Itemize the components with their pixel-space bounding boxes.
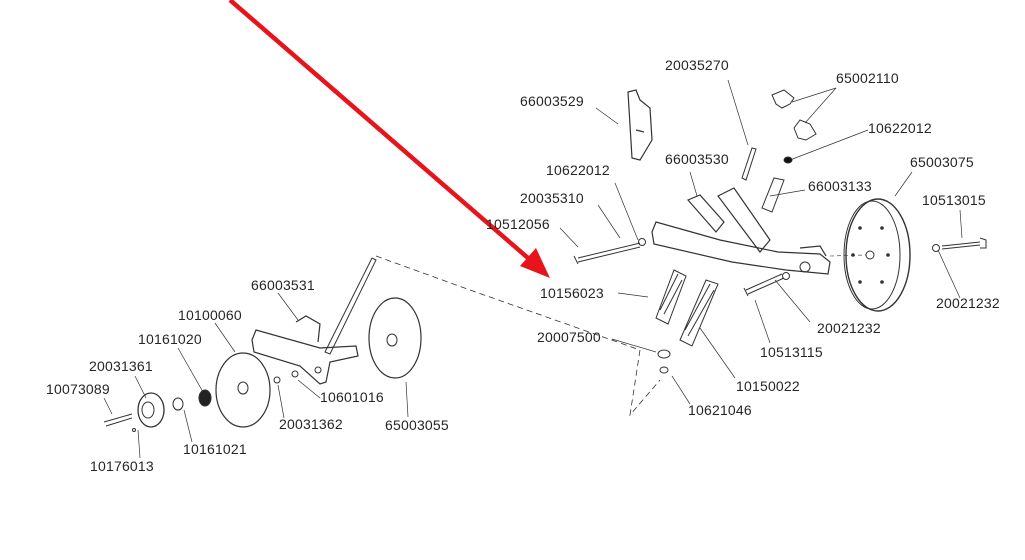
part-label: 66003133 bbox=[808, 178, 872, 194]
part-label: 20021232 bbox=[936, 295, 1000, 311]
spring-10150022 bbox=[679, 279, 719, 347]
leader-lines-right bbox=[559, 79, 963, 405]
nut-10601016 bbox=[291, 370, 299, 378]
part-label: 66003530 bbox=[665, 151, 729, 167]
nut-10621046 bbox=[659, 366, 669, 374]
washer-20021232-right bbox=[932, 244, 940, 252]
washer-20007500 bbox=[657, 349, 671, 359]
assembly-connector-dashed bbox=[375, 255, 661, 417]
part-label: 65003075 bbox=[910, 154, 974, 170]
part-label: 10513115 bbox=[760, 344, 823, 360]
washer-20031362 bbox=[273, 376, 281, 384]
bolt-10512056 bbox=[573, 242, 641, 265]
bracket-hole bbox=[314, 366, 322, 374]
nut-10622012-top bbox=[783, 156, 793, 164]
part-label: 10621046 bbox=[688, 402, 752, 418]
spring-10156023 bbox=[655, 269, 687, 325]
part-label: 20031362 bbox=[279, 416, 343, 432]
part-label: 10513015 bbox=[922, 192, 986, 208]
part-label: 10073089 bbox=[46, 381, 110, 397]
bolt-10513115 bbox=[743, 273, 785, 297]
part-label: 20031361 bbox=[89, 358, 153, 374]
part-label: 10150022 bbox=[736, 378, 800, 394]
rod bbox=[324, 257, 377, 355]
part-label: 20035310 bbox=[520, 190, 584, 206]
part-label: 66003529 bbox=[520, 93, 584, 109]
seal-10161021 bbox=[172, 397, 184, 411]
knob-65002110-b bbox=[793, 119, 817, 141]
part-label: 10100060 bbox=[178, 307, 242, 323]
tube-66003133 bbox=[761, 177, 785, 213]
part-label: 10601016 bbox=[320, 389, 384, 405]
arm-66003530 bbox=[651, 187, 831, 275]
pin-10176013 bbox=[132, 428, 136, 432]
bolt-10073089 bbox=[103, 413, 133, 427]
knob-65002110-a bbox=[771, 89, 795, 109]
bolt-10513015 bbox=[941, 237, 987, 250]
pin-20035270 bbox=[741, 147, 757, 181]
part-label: 10161021 bbox=[183, 441, 247, 457]
bracket-66003531 bbox=[251, 315, 359, 385]
part-label: 10512056 bbox=[486, 216, 550, 232]
part-label: 20021232 bbox=[817, 320, 881, 336]
wheel-65003075 bbox=[829, 198, 911, 312]
part-label: 20007500 bbox=[537, 329, 601, 345]
part-label: 10176013 bbox=[90, 458, 154, 474]
washer-10622012-left bbox=[638, 238, 646, 246]
part-label: 65003055 bbox=[385, 417, 449, 433]
part-label: 10622012 bbox=[868, 120, 932, 136]
hub-cap-20031361 bbox=[137, 392, 165, 428]
part-label: 10622012 bbox=[546, 162, 610, 178]
part-label: 10161020 bbox=[138, 331, 202, 347]
washer-20021232-mid bbox=[782, 272, 790, 280]
part-label: 66003531 bbox=[251, 277, 315, 293]
red-pointer-arrow-icon bbox=[228, 0, 550, 278]
disc-10100060 bbox=[215, 352, 271, 428]
part-label: 10156023 bbox=[540, 285, 604, 301]
part-label: 20035270 bbox=[665, 57, 729, 73]
bearing-10161020 bbox=[198, 389, 212, 407]
disc-65003055 bbox=[368, 297, 422, 379]
pivot-bolt bbox=[799, 261, 811, 273]
bracket-66003529 bbox=[627, 89, 653, 161]
part-label: 65002110 bbox=[836, 70, 899, 86]
leader-lines-left bbox=[103, 292, 409, 459]
